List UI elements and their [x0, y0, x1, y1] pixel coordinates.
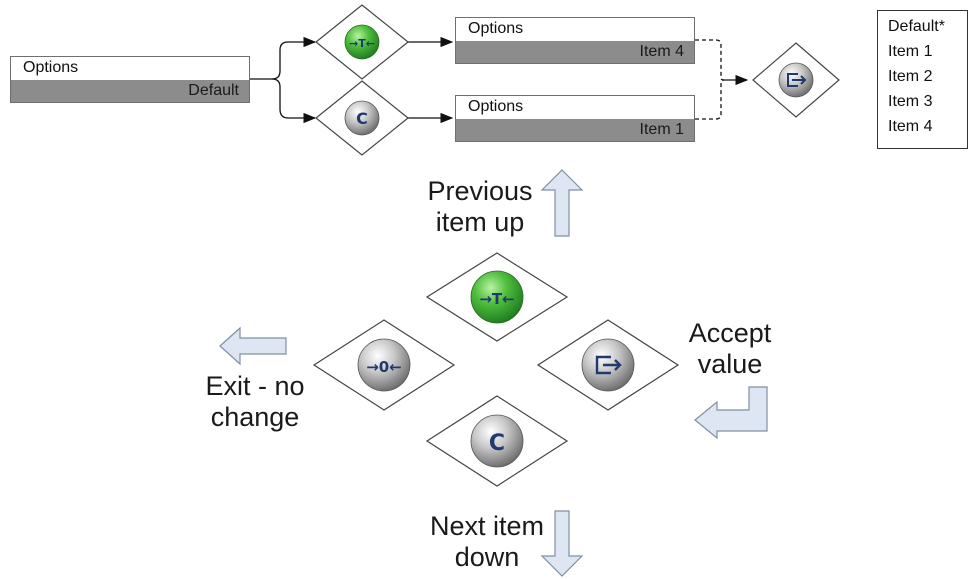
options-box-value: Item 1 — [456, 118, 694, 141]
down-arrow-icon — [540, 510, 584, 577]
print-key-small[interactable] — [752, 42, 840, 118]
options-box-title: Options — [468, 20, 524, 37]
list-item: Item 4 — [888, 118, 933, 135]
zero-key-icon: →0← — [366, 358, 402, 376]
zero-key-large[interactable]: →0← — [312, 319, 456, 411]
options-list: Default* Item 1 Item 2 Item 3 Item 4 — [877, 10, 968, 149]
options-box-title: Options — [468, 98, 524, 115]
list-item: Item 2 — [888, 68, 933, 85]
options-box-value: Default — [11, 79, 249, 102]
up-arrow-icon — [540, 169, 584, 237]
exit-no-change-label: Exit - no change — [205, 371, 305, 432]
clear-key-icon: C — [356, 109, 368, 128]
options-box-default: Options Default — [10, 56, 250, 103]
left-arrow-icon — [219, 326, 287, 366]
list-item: Default* — [888, 18, 945, 35]
next-item-label: Next item down — [429, 511, 545, 572]
list-item: Item 3 — [888, 93, 933, 110]
options-box-value: Item 4 — [456, 40, 694, 63]
enter-arrow-icon — [694, 386, 768, 440]
print-enter-key-icon — [595, 355, 622, 375]
tare-key-icon: →T← — [349, 37, 375, 50]
options-box-item4: Options Item 4 — [455, 17, 695, 64]
print-enter-key-icon — [787, 73, 807, 87]
flow-connectors — [250, 36, 749, 124]
print-key-large[interactable] — [536, 319, 680, 411]
options-box-item1: Options Item 1 — [455, 95, 695, 142]
tare-key-large[interactable]: →T← — [425, 252, 569, 342]
tare-key-small[interactable]: →T← — [315, 4, 409, 80]
accept-value-label: Accept value — [688, 318, 772, 379]
options-box-title: Options — [23, 59, 79, 76]
previous-item-label: Previous item up — [427, 176, 533, 237]
clear-key-icon: C — [489, 431, 505, 456]
clear-key-small[interactable]: C — [315, 80, 409, 156]
list-item: Item 1 — [888, 43, 933, 60]
tare-key-icon: →T← — [479, 290, 514, 308]
clear-key-large[interactable]: C — [425, 395, 569, 487]
